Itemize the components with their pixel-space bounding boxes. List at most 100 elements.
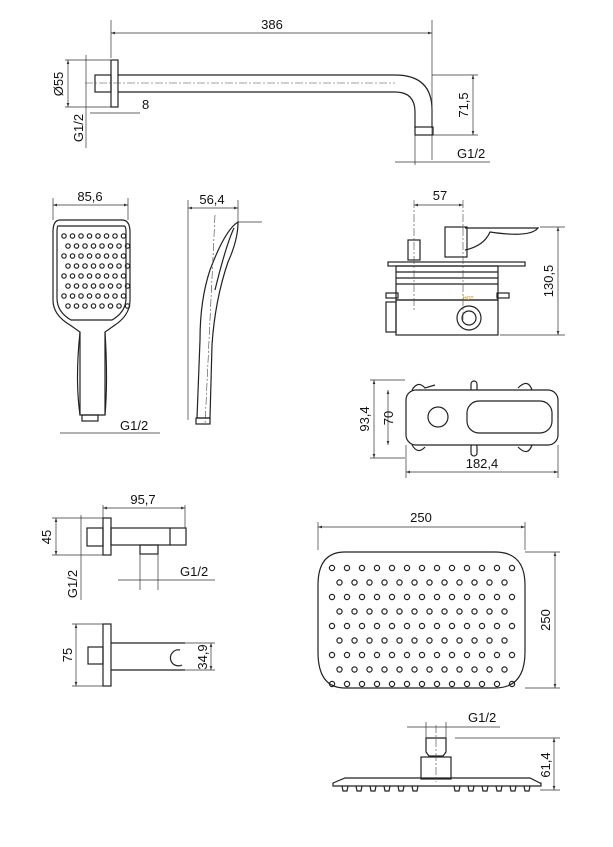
dim-flange-diameter: Ø55 <box>51 72 66 97</box>
nozzle <box>495 785 503 792</box>
nozzle-dot <box>433 651 441 659</box>
nozzle-dot <box>61 233 67 239</box>
nozzle-dot <box>336 608 343 615</box>
nozzle-dot <box>456 608 463 615</box>
nozzle-dot <box>508 593 516 601</box>
nozzle-dot <box>86 273 93 279</box>
nozzle-dot <box>82 243 88 249</box>
nozzle-dot <box>441 608 448 615</box>
nozzle-dot <box>426 666 433 673</box>
nozzle-dot <box>471 666 478 673</box>
head-shower-top-view: 250 250 <box>317 510 560 689</box>
nozzle-dot <box>388 622 396 630</box>
dim-outlet-length: 95,7 <box>130 492 155 507</box>
nozzle-dot <box>99 263 105 269</box>
nozzle-dot <box>95 273 101 279</box>
nozzle <box>383 785 391 792</box>
nozzle-dot <box>328 651 336 659</box>
nozzle <box>467 785 475 792</box>
nozzle-dot <box>463 593 471 601</box>
nozzle-dot <box>411 666 418 673</box>
nozzle-dot <box>403 564 411 572</box>
nozzle-dot <box>120 233 127 239</box>
nozzle-dot <box>403 680 411 688</box>
nozzle-dot <box>73 263 80 269</box>
nozzle-dot <box>426 637 433 644</box>
nozzle-dot <box>501 637 508 644</box>
nozzle-dot <box>343 593 351 601</box>
nozzle-dot <box>328 622 336 630</box>
nozzle-dot <box>358 593 366 601</box>
nozzle-dot <box>381 666 388 673</box>
nozzle-dot <box>124 303 131 309</box>
nozzle-dot <box>343 622 351 630</box>
nozzle-dot <box>112 293 118 299</box>
nozzle-dot <box>441 579 448 586</box>
nozzle-dot <box>463 680 471 688</box>
nozzle-dot <box>90 303 97 309</box>
nozzle-dot <box>65 243 71 249</box>
dim-head-depth: 61,4 <box>538 752 553 777</box>
nozzle-dot <box>69 253 76 259</box>
nozzle-dot <box>120 253 127 259</box>
nozzle-dot <box>471 637 478 644</box>
dim-flange-depth: 8 <box>142 97 149 112</box>
nozzle-dot <box>73 283 80 289</box>
nozzle-dot <box>336 666 343 673</box>
nozzle-dot <box>486 608 493 615</box>
nozzle-dot <box>478 593 486 601</box>
nozzle-dot <box>463 564 471 572</box>
nozzle-dot <box>456 666 463 673</box>
hand-shower-side-view: 56,4 <box>187 192 262 426</box>
dim-holder-opening: 34,9 <box>195 644 210 669</box>
nozzle-dot <box>508 622 516 630</box>
dim-arm-outlet-thread: G1/2 <box>457 146 485 161</box>
nozzle-dot <box>78 293 84 299</box>
nozzle-dot <box>78 233 84 239</box>
nozzle-dot <box>120 273 127 279</box>
nozzle-dot <box>418 680 426 688</box>
nozzle-dot <box>116 303 122 309</box>
nozzle-dot <box>418 651 426 659</box>
nozzle-dot <box>433 564 441 572</box>
nozzle-dot <box>95 253 101 259</box>
nozzle-dot <box>478 680 486 688</box>
nozzle-dot <box>95 233 101 239</box>
nozzle-dot <box>448 651 456 659</box>
dim-arm-drop: 71,5 <box>456 92 471 117</box>
nozzle-dot <box>61 253 67 259</box>
nozzle-dot <box>82 303 88 309</box>
nozzle-dot <box>396 608 403 615</box>
nozzle-dot <box>358 651 366 659</box>
nozzle-dot <box>478 564 486 572</box>
mixer-valve-view: HOT 57 130,5 <box>385 188 565 336</box>
nozzle-dot <box>99 303 105 309</box>
nozzle-dot <box>501 666 508 673</box>
nozzle-dot <box>358 680 366 688</box>
nozzle-dot <box>508 651 516 659</box>
nozzle-dot <box>336 579 343 586</box>
nozzle-dot <box>433 622 441 630</box>
nozzle <box>369 785 377 792</box>
nozzle-dot <box>493 564 501 572</box>
nozzle-dot <box>471 608 478 615</box>
nozzle-dot <box>373 651 381 659</box>
nozzle-dot <box>388 651 396 659</box>
nozzle-dot <box>388 680 396 688</box>
nozzle-dot <box>448 564 456 572</box>
nozzle-dot <box>366 608 373 615</box>
nozzle-dot <box>366 666 373 673</box>
nozzle-dot <box>69 233 76 239</box>
nozzle <box>523 785 531 792</box>
nozzle-dot <box>336 637 343 644</box>
nozzle-dot <box>65 303 71 309</box>
nozzle-dot <box>448 680 456 688</box>
nozzle <box>341 785 349 792</box>
nozzle-dot <box>73 243 80 249</box>
dim-plate-width: 182,4 <box>466 456 499 471</box>
nozzle-dot <box>99 243 105 249</box>
dim-valve-offset: 57 <box>433 188 447 203</box>
nozzle-dot <box>86 253 93 259</box>
nozzle-dot <box>388 593 396 601</box>
